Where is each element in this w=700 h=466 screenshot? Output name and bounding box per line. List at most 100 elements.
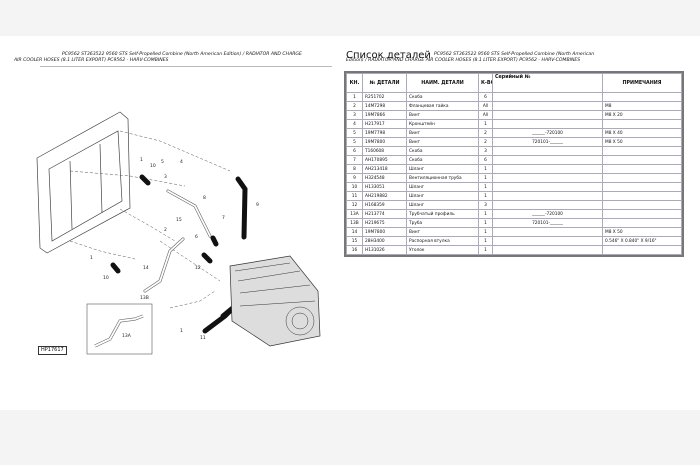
col-part-number: № ДЕТАЛИ (362, 73, 407, 93)
cell-part-number[interactable]: 28H3400 (362, 236, 407, 246)
cell-ref: 5 (346, 137, 363, 147)
cell-remarks (602, 245, 682, 255)
table-header: КН. № ДЕТАЛИ НАИМ. ДЕТАЛИ К-ВО Серийный … (346, 73, 682, 93)
cell-qty: 6 (478, 92, 493, 102)
cell-part-name: Распорная втулка (406, 236, 479, 246)
cell-qty: 1 (478, 227, 493, 237)
cell-remarks: M8 X 40 (602, 128, 682, 138)
cell-part-number[interactable]: H324548 (362, 173, 407, 183)
cell-ref: 13A (346, 209, 363, 219)
cell-qty: 1 (478, 119, 493, 129)
callout-label: 1 (180, 328, 183, 334)
cell-qty: 1 (478, 182, 493, 192)
cell-qty: 1 (478, 245, 493, 255)
cell-serial (492, 173, 603, 183)
radiator (36, 111, 131, 254)
cell-part-number[interactable]: H217917 (362, 119, 407, 129)
cell-part-number[interactable]: H168359 (362, 200, 407, 210)
cell-serial (492, 182, 603, 192)
cell-remarks (602, 200, 682, 210)
cell-part-number[interactable]: H131026 (362, 245, 407, 255)
cell-part-number[interactable]: AH170895 (362, 155, 407, 165)
cell-part-number[interactable]: AH219882 (362, 191, 407, 201)
cell-serial (492, 191, 603, 201)
cell-part-number[interactable]: H133051 (362, 182, 407, 192)
cell-ref: 7 (346, 155, 363, 165)
col-serial: Серийный № (492, 73, 603, 93)
cell-ref: 10 (346, 182, 363, 192)
cell-ref: 13B (346, 218, 363, 228)
cell-ref: 4 (346, 119, 363, 129)
cell-remarks (602, 164, 682, 174)
cell-ref: 14 (346, 227, 363, 237)
cell-ref: 6 (346, 146, 363, 156)
cell-ref: 1 (346, 92, 363, 102)
callout-label: 15 (176, 217, 182, 223)
callout-label: 8 (203, 195, 206, 201)
leader-lines (69, 130, 231, 309)
cell-serial (492, 245, 603, 255)
cell-part-number[interactable]: T160608 (362, 146, 407, 156)
cell-part-number[interactable]: AH213418 (362, 164, 407, 174)
cell-ref: 15 (346, 236, 363, 246)
cell-part-number[interactable]: R251702 (362, 92, 407, 102)
callout-13A: 13A (122, 333, 132, 339)
cell-part-name: Труба (406, 218, 479, 228)
parts-diagram: 13A 1 10 5 4 3 2 8 9 7 6 15 12 14 13B 11… (36, 66, 332, 359)
cell-part-name: Вентиляционная труба (406, 173, 479, 183)
cell-remarks (602, 119, 682, 129)
cell-ref: 11 (346, 191, 363, 201)
bottom-bar (0, 410, 700, 465)
cell-part-number[interactable]: 19M7866 (362, 110, 407, 120)
callouts: 1 10 5 4 3 2 8 9 7 6 15 12 14 13B 11 1 1… (90, 157, 259, 341)
parts-list-heading: Список деталей (346, 50, 431, 61)
col-ref: КН. (346, 73, 363, 93)
cell-qty: 3 (478, 200, 493, 210)
cell-serial (492, 227, 603, 237)
cell-ref: 2 (346, 101, 363, 111)
cell-serial: ______-720100 (492, 128, 603, 138)
cell-part-name: Винт (406, 128, 479, 138)
cell-serial (492, 110, 603, 120)
cell-part-number[interactable]: 14M7298 (362, 101, 407, 111)
cell-ref: 8 (346, 164, 363, 174)
cell-remarks (602, 209, 682, 219)
figure-id: HP17617 (38, 346, 67, 355)
cell-part-name: Уголок (406, 245, 479, 255)
cell-serial: 720101-______ (492, 137, 603, 147)
cell-part-number[interactable]: 19M7800 (362, 137, 407, 147)
cell-remarks (602, 218, 682, 228)
cell-part-name: Винт (406, 227, 479, 237)
cell-ref: 16 (346, 245, 363, 255)
cell-part-number[interactable]: 19M7798 (362, 128, 407, 138)
cell-part-name: Скоба (406, 146, 479, 156)
hoses (110, 174, 248, 334)
cell-part-name: Шланг (406, 191, 479, 201)
callout-label: 4 (180, 159, 183, 165)
cell-qty: 1 (478, 173, 493, 183)
cell-part-number[interactable]: 19M7800 (362, 227, 407, 237)
callout-label: 14 (143, 265, 149, 271)
callout-label: 6 (195, 234, 198, 240)
cell-remarks: 0.546" X 0.840" X 9/16" (602, 236, 682, 246)
cell-part-number[interactable]: H213774 (362, 209, 407, 219)
cell-qty: All (478, 101, 493, 111)
cell-part-name: Шланг (406, 200, 479, 210)
cell-serial (492, 119, 603, 129)
cell-serial (492, 155, 603, 165)
cell-serial (492, 200, 603, 210)
callout-label: 13B (140, 295, 149, 301)
callout-label: 11 (200, 335, 206, 341)
cell-part-number[interactable]: H219675 (362, 218, 407, 228)
